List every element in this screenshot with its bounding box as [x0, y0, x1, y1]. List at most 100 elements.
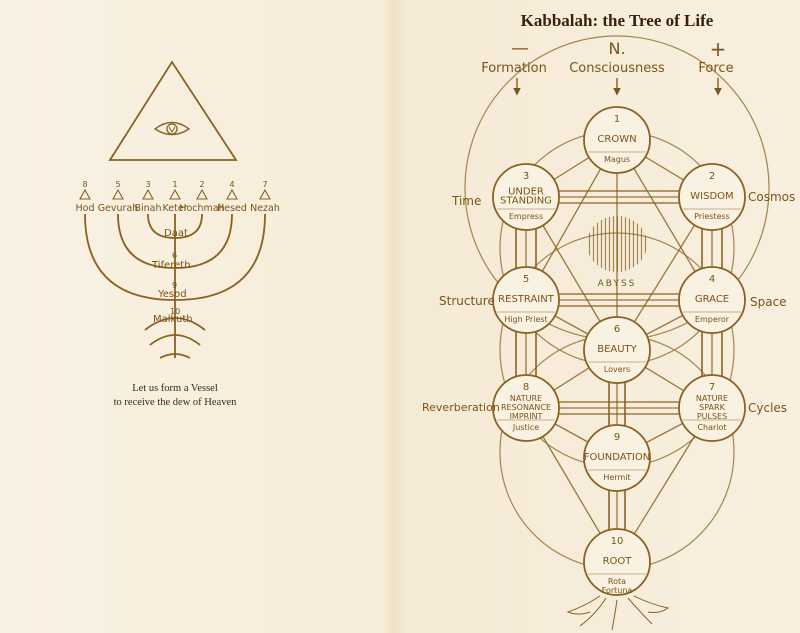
sephirah-number: 8	[523, 382, 529, 393]
neutral-symbol: N.	[608, 39, 625, 58]
yesod-label: Yesod	[157, 289, 187, 300]
tarot-card-label: High Priest	[504, 315, 547, 324]
minus-symbol: —	[511, 38, 529, 59]
sephirah-name: RESONANCE	[501, 403, 551, 412]
sephirah-name: STANDING	[500, 196, 552, 207]
tarot-card-label: Magus	[604, 155, 630, 164]
sephirah-name: UNDER	[508, 187, 544, 198]
sephirah-name: PULSES	[697, 412, 727, 421]
sephirah-number: 9	[614, 432, 620, 443]
sephirah-name: WISDOM	[690, 191, 733, 202]
flame-icon	[259, 188, 271, 200]
branch-label: Hochmah	[179, 203, 224, 214]
sephirah-name: RESTRAINT	[498, 294, 555, 305]
branch-label: Nezah	[250, 203, 280, 214]
branch-number: 8	[82, 180, 87, 189]
menorah-diagram: 8Hod5Gevurah3Binah1Keter2Hochmah4Hesed7N…	[76, 60, 280, 359]
side-label-cosmos: Cosmos	[748, 190, 795, 204]
branch-number: 2	[199, 180, 204, 189]
menorah-labels: 8Hod5Gevurah3Binah1Keter2Hochmah4Hesed7N…	[76, 180, 280, 214]
branch-number: 3	[145, 180, 150, 189]
branch-label: Binah	[134, 203, 161, 214]
sephirah-number: 4	[709, 274, 715, 285]
sephirah-circle	[678, 163, 746, 231]
sephirah-name: NATURE	[510, 394, 542, 403]
tarot-card-label: Fortuna	[602, 586, 633, 595]
tifereth-label: Tifereth	[151, 260, 191, 271]
formation-label: Formation	[481, 61, 547, 76]
sephirah-number: 7	[709, 382, 715, 393]
sephirah-number: 6	[614, 324, 620, 335]
yesod-number: 9	[172, 281, 177, 290]
flame-icon	[112, 188, 124, 200]
flame-icon	[196, 188, 208, 200]
sephirah-number: 10	[611, 536, 624, 547]
side-labels: Time Cosmos Structure Space Reverberatio…	[422, 190, 795, 415]
tarot-card-label: Rota	[608, 577, 626, 586]
branch-number: 1	[172, 180, 177, 189]
tarot-card-label: Lovers	[604, 365, 630, 374]
roots	[566, 595, 670, 631]
menorah-arms	[84, 213, 266, 359]
side-label-time: Time	[451, 194, 481, 208]
eye-icon	[153, 121, 191, 136]
polarity-headers: — N. + Formation Consciousness Force	[481, 37, 734, 96]
force-label: Force	[698, 61, 733, 76]
caption-line-2: to receive the dew of Heaven	[114, 397, 237, 408]
sephirah-number: 5	[523, 274, 529, 285]
malkuth-label: Malkuth	[153, 314, 193, 325]
branch-label: Hod	[76, 203, 95, 214]
sephirah-name: NATURE	[696, 394, 728, 403]
abyss-label: ABYSS	[598, 279, 637, 289]
sephirah-circle	[583, 424, 651, 492]
flame-icon	[142, 188, 154, 200]
sephirah-name: BEAUTY	[597, 344, 637, 355]
daat-label: Daat	[164, 228, 188, 239]
sephirah-circle	[492, 374, 560, 442]
sephirah-circle	[583, 316, 651, 384]
sephirot-nodes: 1CROWNMagus2WISDOMPriestess3UNDERSTANDIN…	[492, 106, 746, 596]
tree-title: Kabbalah: the Tree of Life	[521, 11, 714, 30]
sephirah-name: FOUNDATION	[584, 452, 650, 463]
tarot-card-label: Hermit	[603, 473, 630, 482]
side-label-reverberation: Reverberation	[422, 401, 500, 414]
tarot-card-label: Priestess	[694, 212, 730, 221]
menorah-flames	[79, 188, 271, 200]
sephirah-name: CROWN	[597, 134, 636, 145]
sephirah-circle	[583, 106, 651, 174]
sephirah-circle	[678, 266, 746, 334]
triangle-shape	[108, 60, 238, 161]
sephirah-name: IMPRINT	[510, 412, 543, 421]
side-label-cycles: Cycles	[748, 401, 787, 415]
tarot-card-label: Emperor	[695, 315, 730, 324]
tifereth-number: 6	[172, 251, 177, 260]
tarot-card-label: Justice	[512, 423, 539, 432]
sephirah-circle	[492, 163, 560, 231]
sephirah-number: 2	[709, 171, 715, 182]
tarot-card-label: Chariot	[697, 423, 726, 432]
sephirah-number: 3	[523, 171, 529, 182]
branch-label: Hesed	[217, 203, 247, 214]
side-label-structure: Structure	[439, 294, 495, 308]
flame-icon	[226, 188, 238, 200]
consciousness-label: Consciousness	[569, 61, 665, 76]
branch-number: 5	[115, 180, 120, 189]
sephirah-name: ROOT	[603, 556, 633, 567]
sephirah-name: GRACE	[695, 294, 729, 305]
sephirah-name: SPARK	[699, 403, 725, 412]
sephirah-circle	[678, 374, 746, 442]
flame-icon	[79, 188, 91, 200]
branch-number: 7	[262, 180, 267, 189]
plus-symbol: +	[710, 37, 727, 61]
malkuth-number: 10	[170, 307, 180, 316]
